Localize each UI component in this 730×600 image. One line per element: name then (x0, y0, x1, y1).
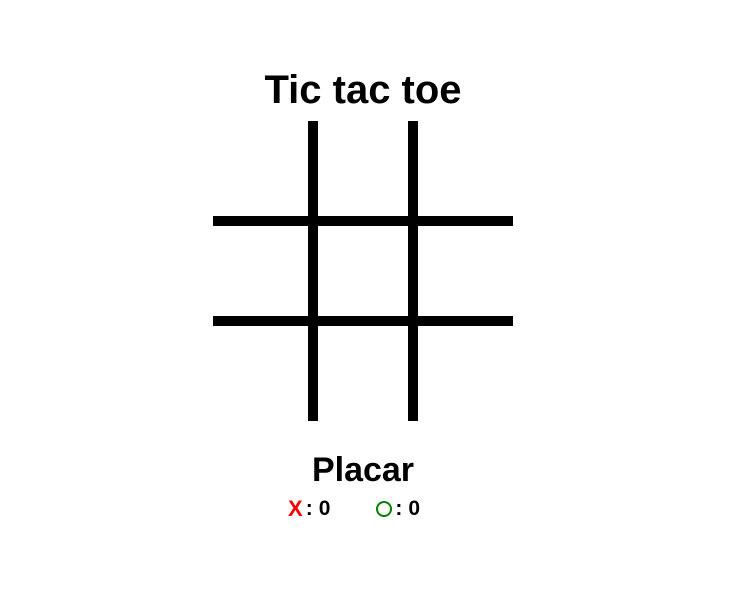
board-cell-1-1[interactable] (213, 121, 313, 221)
score-x: X : 0 (288, 496, 330, 522)
o-circle-icon (376, 501, 393, 517)
x-symbol: X (288, 496, 303, 521)
score-x-value: 0 (318, 497, 331, 520)
board-cell-2-2[interactable] (313, 221, 413, 321)
scoreboard-title: Placar (311, 451, 415, 489)
score-o: : 0 (376, 497, 420, 521)
board-cell-1-3[interactable] (413, 121, 513, 221)
score-o-value: 0 (408, 497, 421, 520)
board-cell-2-1[interactable] (213, 221, 313, 321)
scoreboard: X : 0 : 0 (288, 496, 420, 522)
board-cell-1-2[interactable] (313, 121, 413, 221)
score-o-separator: : (395, 497, 403, 520)
board-cell-3-1[interactable] (213, 321, 313, 421)
game-title: Tic tac toe (264, 68, 462, 112)
score-x-separator: : (305, 497, 313, 520)
board-cell-2-3[interactable] (413, 221, 513, 321)
board-cell-3-2[interactable] (313, 321, 413, 421)
board-cell-3-3[interactable] (413, 321, 513, 421)
game-board (213, 121, 513, 421)
